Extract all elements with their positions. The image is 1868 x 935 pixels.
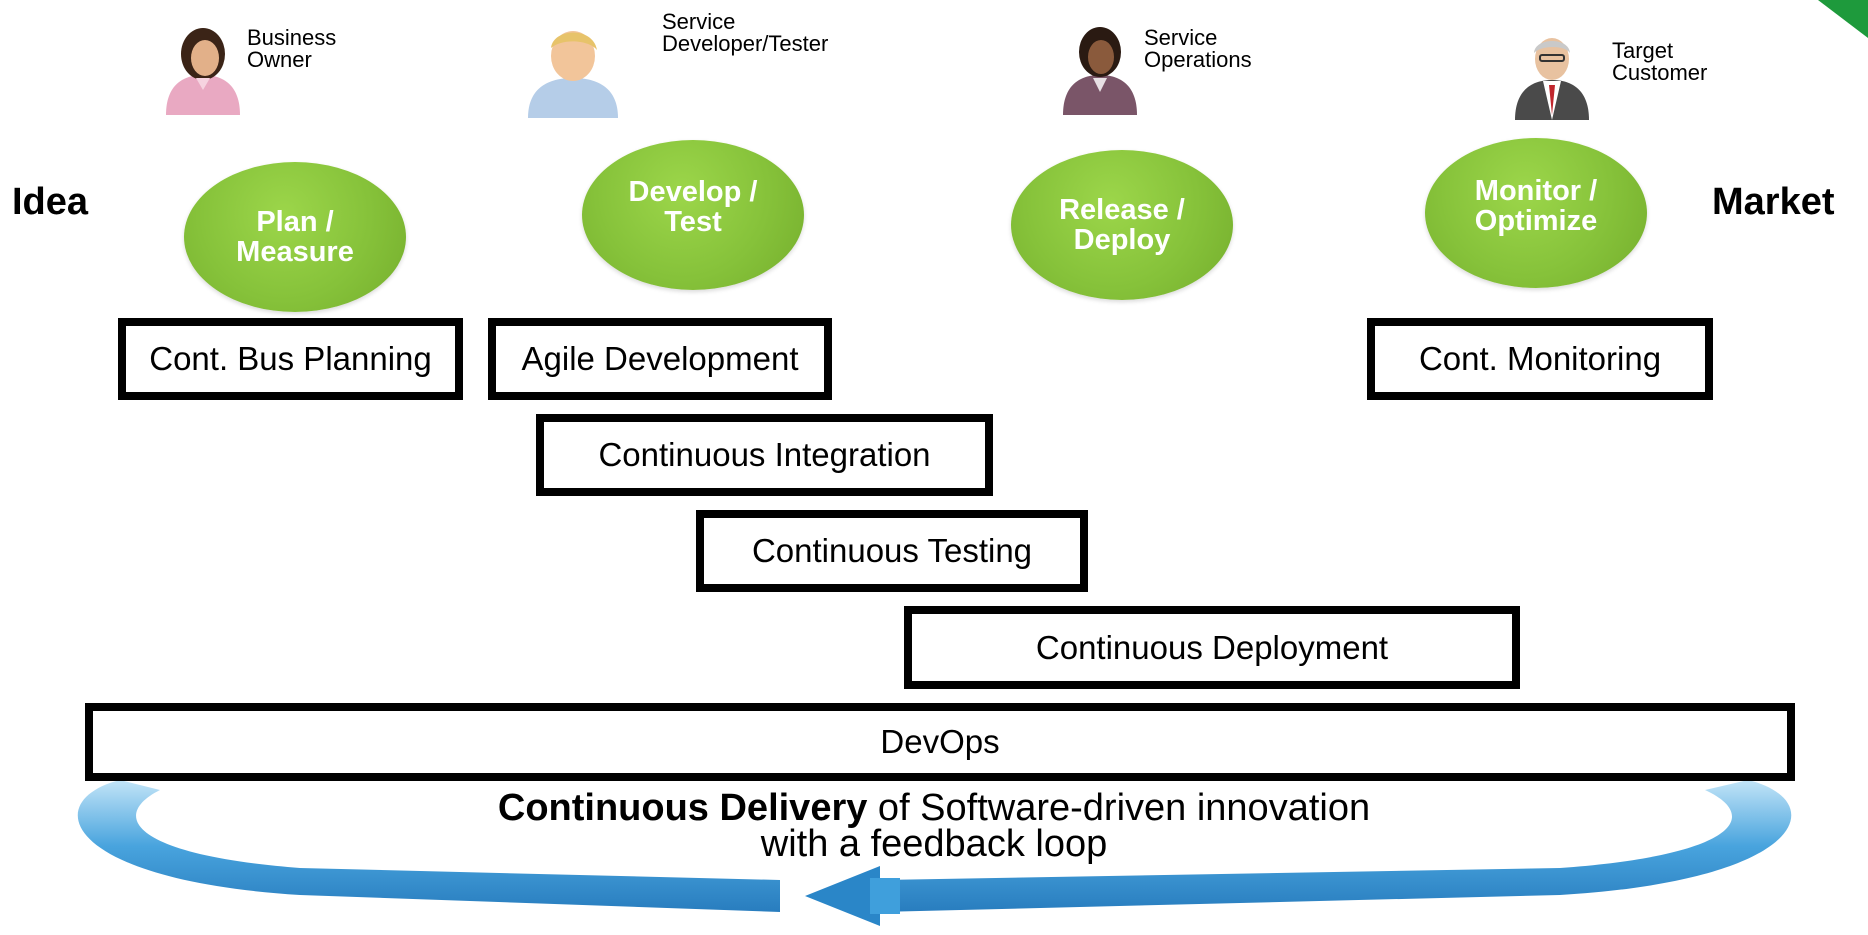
persona-label-service-developer: Service Developer/Tester [662,9,829,56]
cont-monitoring-box: Cont. Monitoring [1367,318,1713,400]
continuous-integration-box: Continuous Integration [536,414,993,496]
idea-label: Idea [12,181,89,223]
operations-woman-avatar-icon [1063,27,1137,115]
corner-accent-shape [1818,0,1868,38]
agile-development-box: Agile Development [488,318,832,400]
caption-line-1: Continuous Delivery of Software-driven i… [0,787,1868,829]
caption-line-2: with a feedback loop [760,823,1108,865]
persona-label-target-customer: Target Customer [1612,38,1708,85]
caption-rest: of Software-driven innovation [867,787,1371,829]
market-label: Market [1712,181,1835,223]
businesswoman-avatar-icon [166,28,240,115]
phase-release-deploy: Release / Deploy [1011,150,1233,300]
continuous-testing-box: Continuous Testing [696,510,1088,592]
phase-develop-test: Develop / Test [582,140,804,290]
persona-label-business-owner: Business Owner [247,25,337,72]
caption-bold: Continuous Delivery [497,787,868,829]
phase-monitor-optimize: Monitor / Optimize [1425,138,1647,288]
businessman-avatar-icon [1515,38,1589,120]
persona-label-service-operations: Service Operations [1144,25,1252,72]
continuous-deployment-box: Continuous Deployment [904,606,1520,689]
devops-box: DevOps [85,703,1795,781]
phase-plan-measure: Plan / Measure [184,162,406,312]
developer-avatar-icon [528,31,618,118]
cont-bus-planning-box: Cont. Bus Planning [118,318,463,400]
